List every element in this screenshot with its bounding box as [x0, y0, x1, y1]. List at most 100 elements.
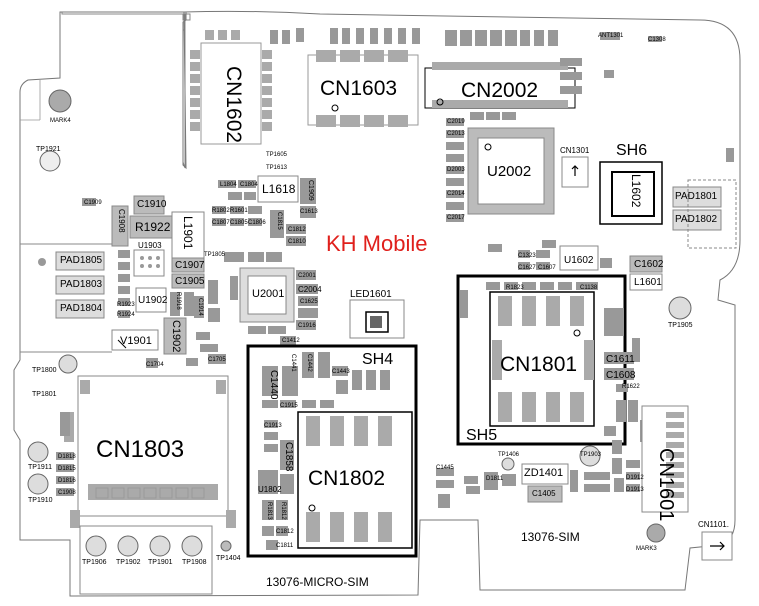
d1816-label: D1816	[58, 478, 76, 484]
c1812-label: C1812	[288, 227, 306, 233]
mark4-label: MARK4	[50, 118, 71, 124]
c1138-label: C1138	[580, 285, 598, 291]
c1442-label: C1442	[306, 354, 312, 372]
c2017-label: C2017	[447, 215, 465, 221]
d2003-label: D2003	[447, 167, 465, 173]
c2001-label: C2001	[298, 273, 316, 279]
tp1406-label: TP1406	[498, 452, 520, 458]
u1903-body	[133, 249, 165, 277]
c1810-label: C1810	[288, 239, 306, 245]
sh4-label: SH4	[362, 351, 394, 368]
pad1801-body	[672, 186, 722, 208]
c1807-label: C1807	[212, 220, 230, 226]
cn1802-pin1	[308, 504, 316, 512]
sim-tray-outline	[79, 525, 213, 595]
c1602-body	[629, 255, 663, 273]
u2002-label: U2002	[487, 163, 532, 180]
c1815-label: C1815	[276, 212, 282, 230]
tp1910-pad	[27, 473, 49, 495]
board-outline	[61, 12, 191, 169]
r1922-label: R1922	[135, 220, 171, 234]
v1901-label: V1901	[120, 335, 152, 347]
c1611-label: C1611	[606, 354, 635, 365]
tp1800-label: TP1800	[32, 367, 57, 374]
c1908b-label: C1908	[58, 490, 76, 496]
c2019-label: C2019	[447, 119, 465, 125]
c1908-body	[111, 205, 129, 247]
u2002-caps	[446, 112, 516, 222]
u1602-area-parts	[488, 240, 612, 270]
left-column-parts	[118, 250, 226, 368]
mark3-circle	[646, 523, 666, 543]
cn1301-body	[561, 156, 589, 188]
r1812-label: R1812	[280, 502, 286, 520]
tp1800-pad	[58, 354, 78, 374]
c1445-label: C1445	[436, 465, 454, 471]
zd1401-body	[521, 463, 569, 485]
cn1602-body	[200, 42, 262, 145]
cn2002-pins	[432, 62, 568, 108]
c1602-label: C1602	[634, 259, 664, 270]
tp1901-label: TP1901	[148, 559, 173, 566]
bottom-test-points	[85, 535, 203, 557]
sh6-label: SH6	[616, 142, 648, 159]
c1704-label: C1704	[146, 362, 164, 368]
tp1911-pad	[27, 441, 49, 463]
cn1603-body	[307, 54, 419, 126]
cn1803-label: CN1803	[96, 436, 185, 463]
l1901-label: L1901	[181, 216, 195, 250]
d1815-label: D1815	[58, 466, 76, 472]
d1818-label: D1818	[58, 454, 76, 460]
l1601-label: L1601	[634, 277, 662, 288]
top-small-parts	[270, 28, 662, 46]
c1916-label: C1916	[298, 323, 316, 329]
c1613-label: C1613	[300, 209, 318, 215]
mid-left-parts	[82, 178, 316, 246]
cn1101-arrow	[710, 541, 725, 551]
r1802-label: R1802	[212, 208, 230, 214]
pad1805-body	[55, 251, 105, 271]
c1812b-label: C1812	[276, 529, 294, 535]
cn1802-label: CN1802	[308, 467, 386, 490]
c1907-body	[171, 257, 205, 273]
cn1603-pin1	[331, 104, 339, 112]
pad1801-label: PAD1801	[675, 191, 718, 202]
cn1801-contacts	[492, 296, 594, 422]
r1923-label: R1923	[117, 302, 135, 308]
pad18-frame	[687, 179, 737, 249]
mark4-circle	[48, 89, 72, 113]
l1602-body	[611, 171, 655, 217]
mark3-label: MARK3	[636, 546, 657, 552]
c1902-body	[163, 317, 187, 355]
pad1803-body	[55, 275, 105, 295]
l1618-label: L1618	[262, 182, 296, 196]
tp1406-pad	[501, 457, 515, 471]
c1805-label: C1805	[230, 220, 248, 226]
r1924-label: R1924	[117, 312, 135, 318]
r1622-label: R1622	[622, 384, 640, 390]
pad-dot	[38, 258, 46, 266]
u1602-body	[559, 245, 599, 271]
c1405-label: C1405	[532, 489, 556, 498]
v1901-arrow	[117, 339, 127, 349]
c1811-label: C1811	[276, 543, 294, 549]
c1905-label: C1905	[175, 276, 205, 287]
c1323-label: C1323	[518, 253, 536, 259]
c2013-label: C2013	[447, 131, 465, 137]
c1915-label: C1915	[280, 403, 298, 409]
cn1601-label: CN1601	[655, 448, 677, 522]
l1602-label: L1602	[629, 174, 643, 208]
u1902-label: U1902	[138, 295, 168, 306]
c1914-label: C1914	[197, 298, 203, 316]
cn1803-inner-lines	[95, 487, 205, 499]
cn1602-label: CN1602	[222, 66, 245, 144]
c1627-label: C1627	[518, 265, 536, 271]
c1908-label: C1908	[117, 209, 126, 233]
c1443-label: C1443	[332, 369, 350, 375]
r1823-label: R1823	[506, 285, 524, 291]
r1918-label: R1918	[175, 292, 181, 310]
tp1801-label: TP1801	[32, 391, 57, 398]
watermark-text: KH Mobile	[326, 231, 428, 256]
tp1902-label: TP1902	[116, 559, 141, 566]
